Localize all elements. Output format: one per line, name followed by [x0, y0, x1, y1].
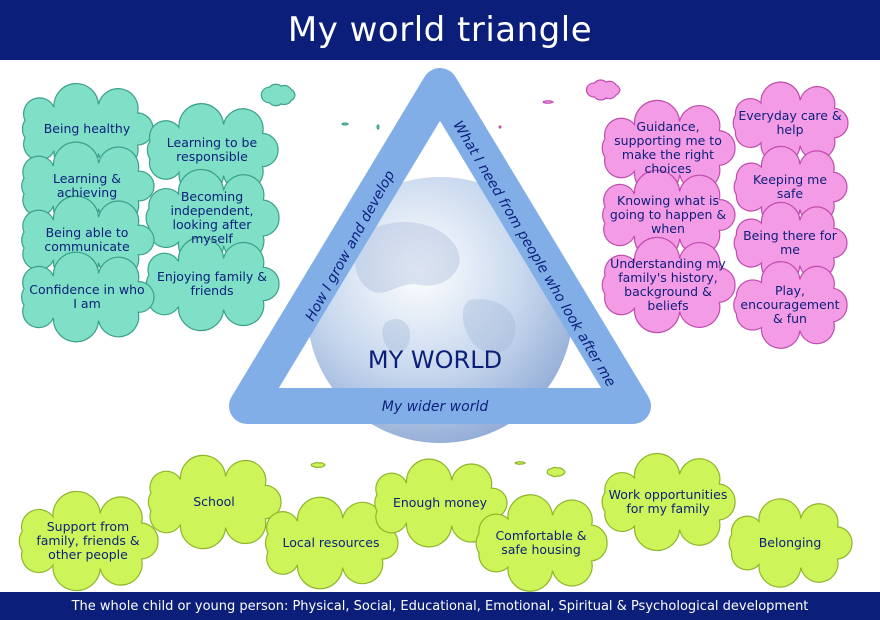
small-bubble-3-cloud-shape [498, 125, 502, 129]
grow-6-cloud-shape [21, 251, 155, 343]
wider-2-item: Local resources [266, 516, 396, 570]
wider-4-cloud-shape [475, 494, 608, 592]
grow-5-label: Enjoying family & friends [157, 269, 267, 298]
wider-1-cloud-shape [147, 454, 282, 550]
grow-5-item: Enjoying family & friends [147, 256, 277, 312]
grow-6-item: Confidence in who I am [22, 271, 152, 323]
wider-3-label: Enough money [392, 495, 488, 510]
grow-2-label: Learning & achieving [53, 171, 121, 200]
wider-0-cloud-shape [18, 490, 159, 592]
grow-0-item: Being healthy [23, 102, 151, 156]
wider-5-label: Work opportunities for my family [608, 487, 728, 516]
small-bubble-4-cloud-shape [542, 100, 555, 104]
footer-text: The whole child or young person: Physica… [71, 598, 809, 614]
grow-2-item: Learning & achieving [22, 161, 152, 211]
small-bubble-6-cloud-shape [310, 461, 326, 469]
grow-3-item: Becoming independent, looking after myse… [147, 188, 277, 248]
wider-4-label: Comfortable & safe housing [495, 528, 587, 557]
wider-5-item: Work opportunities for my family [603, 472, 733, 532]
small-bubble-7-cloud-shape [514, 461, 527, 465]
grow-1-item: Learning to be responsible [148, 122, 276, 178]
grow-6-label: Confidence in who I am [29, 282, 145, 311]
need-4-label: Understanding my family's history, backg… [610, 256, 726, 313]
wider-6-item: Belonging [730, 516, 850, 570]
need-1-item: Everyday care & help [734, 98, 846, 148]
center-label: MY WORLD [368, 346, 502, 374]
wider-4-item: Comfortable & safe housing [477, 513, 605, 573]
need-3-item: Keeping me safe [735, 162, 845, 212]
need-5-item: Being there for me [735, 218, 845, 268]
need-0-item: Guidance, supporting me to make the righ… [603, 119, 733, 177]
small-bubble-8-cloud-shape [546, 466, 566, 478]
wider-1-item: School [149, 474, 279, 530]
wider-2-cloud-shape [264, 496, 399, 590]
need-2-label: Knowing what is going to happen & when [609, 193, 727, 236]
small-bubble-5-cloud-shape [585, 79, 621, 101]
wider-6-cloud-shape [728, 498, 853, 588]
need-4-cloud-shape [601, 236, 736, 334]
wider-6-label: Belonging [758, 535, 822, 550]
small-bubble-2-cloud-shape [376, 124, 380, 130]
need-1-label: Everyday care & help [738, 108, 842, 137]
grow-0-label: Being healthy [43, 121, 131, 136]
wider-0-label: Support from family, friends & other peo… [36, 519, 140, 562]
grow-4-label: Being able to communicate [44, 225, 130, 254]
page-title: My world triangle [287, 10, 593, 50]
need-6-item: Play, encouragement & fun [735, 277, 845, 333]
globe-icon [307, 177, 573, 443]
wider-2-label: Local resources [282, 535, 380, 550]
grow-1-label: Learning to be responsible [166, 135, 258, 164]
wider-0-item: Support from family, friends & other peo… [20, 511, 156, 571]
footer-banner: The whole child or young person: Physica… [0, 592, 880, 620]
small-bubble-0-cloud-shape [260, 83, 296, 107]
world-triangle [229, 68, 651, 424]
wider-5-cloud-shape [601, 452, 736, 552]
continents-icon [355, 222, 516, 354]
need-6-label: Play, encouragement & fun [740, 283, 840, 326]
need-2-item: Knowing what is going to happen & when [603, 189, 733, 241]
wider-3-cloud-shape [374, 458, 508, 548]
bottom-side-label: My wider world [382, 399, 489, 415]
need-6-cloud-shape [733, 261, 848, 349]
need-4-item: Understanding my family's history, backg… [603, 256, 733, 314]
grow-3-label: Becoming independent, looking after myse… [170, 189, 254, 246]
wider-3-item: Enough money [375, 478, 505, 528]
need-5-label: Being there for me [743, 228, 837, 257]
need-0-label: Guidance, supporting me to make the righ… [614, 119, 722, 176]
grow-4-item: Being able to communicate [22, 215, 152, 265]
need-3-label: Keeping me safe [752, 172, 828, 201]
small-bubble-1-cloud-shape [341, 122, 350, 126]
title-banner: My world triangle [0, 0, 880, 60]
wider-1-label: School [193, 494, 235, 509]
